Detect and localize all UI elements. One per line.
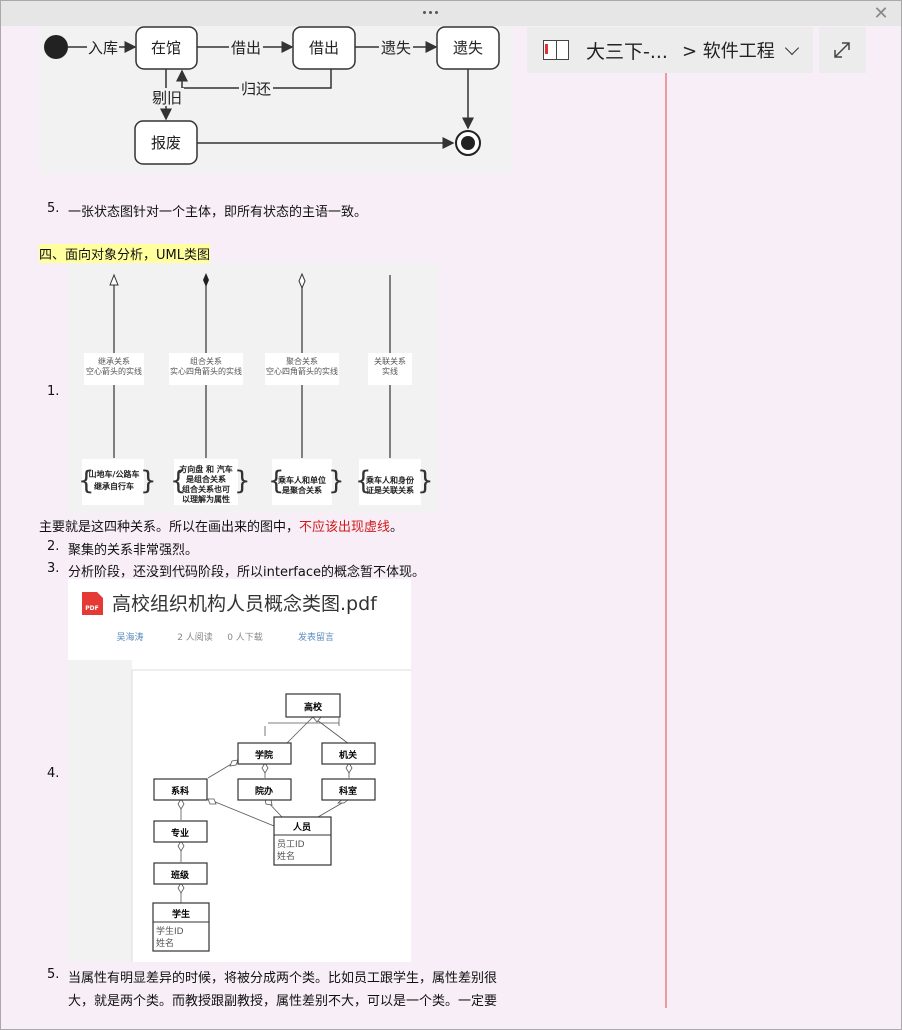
relation-example: 山地车/公路车 [89, 469, 140, 479]
transition-lend: 借出 [231, 39, 261, 57]
list-item-text[interactable]: 分析阶段，还没到代码阶段，所以interface的概念暂不体现。 [68, 565, 425, 580]
svg-text:{: { [355, 466, 372, 496]
relation-example: 是组合关系 [185, 474, 226, 484]
svg-text:{: { [78, 466, 95, 496]
relation-desc: 实心四角箭头的实线 [170, 366, 242, 376]
pdf-icon: PDF [85, 605, 98, 612]
title-bar: ✕ [1, 1, 901, 26]
relation-example: 乘车人和单位 [277, 475, 326, 485]
expand-icon [834, 42, 850, 58]
relation-desc: 空心箭头的实线 [86, 366, 142, 376]
class-college: 学院 [255, 749, 273, 761]
pdf-downloads: 0 人下载 [227, 631, 263, 643]
transition-old: 剔旧 [152, 89, 182, 107]
relation-label: 聚合关系 [286, 356, 318, 366]
list-number: 3. [47, 561, 60, 576]
close-button[interactable]: ✕ [873, 3, 889, 24]
state-scrap: 报废 [151, 134, 181, 152]
state-lost: 遗失 [453, 39, 483, 57]
relation-example: 以理解为属性 [182, 494, 230, 504]
class-org: 机关 [339, 749, 357, 761]
svg-text:}: } [328, 466, 345, 496]
pdf-header-image[interactable]: PDF 高校组织机构人员概念类图.pdf 吴海涛 2 人阅读 0 人下载 发表留… [68, 579, 411, 660]
state-lent: 借出 [309, 39, 339, 57]
list-item-text[interactable]: 当属性有明显差异的时候，将被分成两个类。比如员工跟学生，属性差别很 [68, 971, 498, 986]
main-note-warning: 不应该出现虚线 [299, 520, 391, 535]
svg-text:{: { [170, 466, 187, 496]
state-label-enter: 入库 [88, 39, 118, 57]
list-number: 1. [47, 384, 60, 399]
state-diagram-image[interactable]: 入库 在馆 借出 借出 遗失 遗失 归还 剔旧 报废 [39, 26, 513, 174]
class-section: 科室 [339, 785, 357, 797]
class-school: 高校 [304, 701, 323, 713]
pdf-title: 高校组织机构人员概念类图.pdf [112, 592, 378, 615]
class-office: 院办 [255, 785, 273, 797]
main-note-end: 。 [390, 520, 404, 535]
person-attr: 员工ID [277, 839, 305, 850]
student-attr: 姓名 [156, 937, 174, 949]
class-diagram-image[interactable]: 高校 学院 机关 系科 院办 科室 专业 人员 员工ID 姓名 班级 学生 学生… [68, 660, 411, 962]
class-class: 班级 [171, 869, 190, 881]
list-number: 4. [47, 766, 60, 781]
list-item-text[interactable]: 聚集的关系非常强烈。 [68, 543, 199, 558]
relation-example: 方向盘 和 汽车 [179, 464, 233, 474]
state-in-library: 在馆 [151, 39, 181, 57]
list-number: 2. [47, 539, 60, 554]
relation-example: 继承自行车 [94, 481, 134, 491]
notebook-title: 大三下-... [586, 40, 668, 63]
relation-label: 继承关系 [98, 356, 130, 366]
section-heading[interactable]: 四、面向对象分析，UML类图 [39, 244, 210, 263]
transition-return: 归还 [241, 80, 271, 98]
svg-text:}: } [234, 466, 251, 496]
relation-desc: 实线 [382, 366, 398, 376]
list-item-text[interactable]: 大，就是两个类。而教授跟副教授，属性差别不大，可以是一个类。一定要 [68, 994, 498, 1009]
transition-lose: 遗失 [381, 39, 411, 57]
main-note[interactable]: 主要就是这四种关系。所以在画出来的图中，不应该出现虚线。 [39, 516, 403, 535]
pdf-reads: 2 人阅读 [177, 631, 213, 643]
svg-text:}: } [417, 466, 434, 496]
pdf-author: 吴海涛 [116, 631, 143, 643]
notebook-icon [543, 38, 573, 62]
relation-example: 证是关联关系 [366, 485, 414, 495]
uml-relations-image[interactable]: 继承关系 空心箭头的实线 组合关系 实心四角箭头的实线 聚合关系 空心四角箭头的… [68, 263, 438, 513]
section-name: > 软件工程 [681, 41, 775, 62]
list-number: 5. [47, 201, 60, 216]
student-attr: 学生ID [156, 925, 184, 937]
person-attr: 姓名 [277, 850, 295, 862]
relation-desc: 空心四角箭头的实线 [266, 366, 338, 376]
class-student: 学生 [172, 908, 190, 920]
more-options-icon[interactable] [419, 4, 441, 20]
list-number: 5. [47, 967, 60, 982]
list-item-text[interactable]: 一张状态图针对一个主体，即所有状态的主语一致。 [68, 205, 368, 220]
relation-example: 组合关系也可 [182, 484, 230, 494]
class-dept: 系科 [171, 785, 189, 797]
svg-text:}: } [140, 466, 157, 496]
expand-button[interactable] [819, 27, 866, 73]
page-margin-line [665, 73, 667, 1008]
notebook-selector[interactable]: 大三下-... > 软件工程 [527, 27, 813, 73]
main-note-text: 主要就是这四种关系。所以在画出来的图中， [39, 520, 300, 535]
class-person: 人员 [292, 821, 311, 833]
chevron-down-icon[interactable] [785, 42, 801, 58]
relation-example: 是聚合关系 [281, 485, 322, 495]
relation-label: 关联关系 [374, 356, 406, 366]
relation-example: 乘车人和身份 [365, 475, 415, 485]
svg-text:{: { [268, 466, 285, 496]
relation-label: 组合关系 [190, 356, 222, 366]
pdf-comment-link: 发表留言 [298, 631, 334, 643]
class-major: 专业 [171, 827, 189, 839]
